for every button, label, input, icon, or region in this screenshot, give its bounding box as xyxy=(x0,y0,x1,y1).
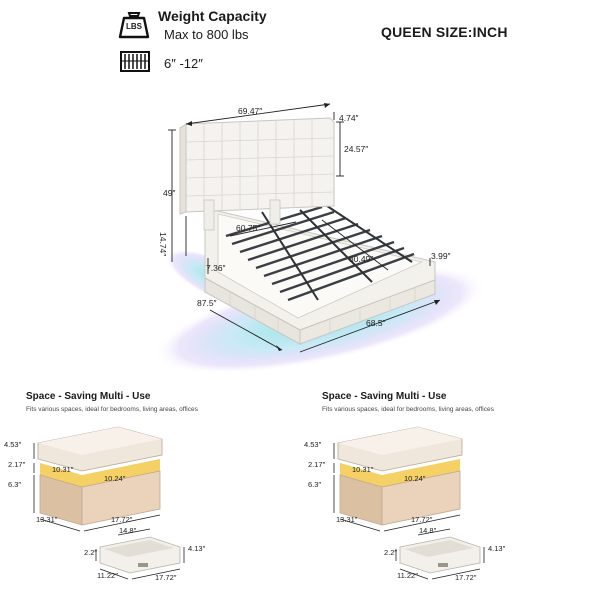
dim-top-height: 4.53″ xyxy=(4,440,22,449)
dim-headboard-width: 69.47″ xyxy=(238,106,263,116)
bed-illustration xyxy=(153,103,487,375)
size-label: QUEEN SIZE:INCH xyxy=(381,24,508,40)
nightstand-panel-left: Space - Saving Multi - Use Fits various … xyxy=(0,385,300,600)
dim-depth: 13.31″ xyxy=(36,515,58,524)
dim-gap-height: 2.17″ xyxy=(308,460,326,469)
dim-drawer-side-height: 2.2″ xyxy=(384,548,398,557)
dim-drawer-depth: 11.22″ xyxy=(97,571,118,580)
lbs-icon: LBS xyxy=(117,6,151,40)
dim-drawer-width: 17.72″ xyxy=(455,573,477,582)
nightstand-illustration xyxy=(33,426,185,580)
nightstand-panel-right: Space - Saving Multi - Use Fits various … xyxy=(300,385,600,600)
dim-headboard-thickness: 4.74″ xyxy=(339,113,359,123)
section-title: Space - Saving Multi - Use xyxy=(322,391,447,402)
dim-gap-depth: 10.31″ xyxy=(52,465,74,474)
dim-base-height: 6.3″ xyxy=(308,480,322,489)
dim-drawer-inner-width: 14.8″ xyxy=(419,526,437,535)
dim-width: 17.72″ xyxy=(411,515,433,524)
dim-total-height: 49″ xyxy=(163,188,176,198)
section-subtitle: Fits various spaces, ideal for bedrooms,… xyxy=(26,406,198,413)
dim-drawer-inner-width: 14.8″ xyxy=(119,526,137,535)
dim-width: 17.72″ xyxy=(111,515,133,524)
dim-top-height: 4.53″ xyxy=(304,440,322,449)
dim-gap-width: 10.24″ xyxy=(404,474,426,483)
dim-frame-height: 14.74″ xyxy=(158,232,168,257)
dim-gap-depth: 10.31″ xyxy=(352,465,374,474)
dim-total-length: 87.5″ xyxy=(197,298,217,308)
dim-drawer-depth: 11.22″ xyxy=(397,571,418,580)
dim-gap-width: 10.24″ xyxy=(104,474,126,483)
mattress-icon xyxy=(120,50,150,74)
dim-headboard-height: 24.57″ xyxy=(344,144,369,154)
mattress-range: 6″ -12″ xyxy=(164,56,203,71)
dim-inner-width: 60.75″ xyxy=(236,223,261,233)
dim-drawer-height: 4.13″ xyxy=(488,544,506,553)
dim-drawer-height: 4.13″ xyxy=(188,544,206,553)
dim-drawer-width: 17.72″ xyxy=(155,573,177,582)
dim-base-height: 6.3″ xyxy=(8,480,22,489)
dim-leg-clearance: 7.36″ xyxy=(206,263,226,273)
dim-depth: 13.31″ xyxy=(336,515,358,524)
dim-rail-height: 3.99″ xyxy=(431,251,451,261)
section-title: Space - Saving Multi - Use xyxy=(26,391,151,402)
dim-gap-height: 2.17″ xyxy=(8,460,26,469)
section-subtitle: Fits various spaces, ideal for bedrooms,… xyxy=(322,406,494,413)
weight-capacity-title: Weight Capacity xyxy=(158,8,267,24)
weight-capacity-value: Max to 800 lbs xyxy=(164,27,249,42)
nightstand-illustration xyxy=(333,426,485,580)
dim-inner-length: 80.49″ xyxy=(349,254,374,264)
dim-total-width: 68.5″ xyxy=(366,318,386,328)
lbs-icon-label: LBS xyxy=(126,22,142,31)
dim-drawer-side-height: 2.2″ xyxy=(84,548,98,557)
